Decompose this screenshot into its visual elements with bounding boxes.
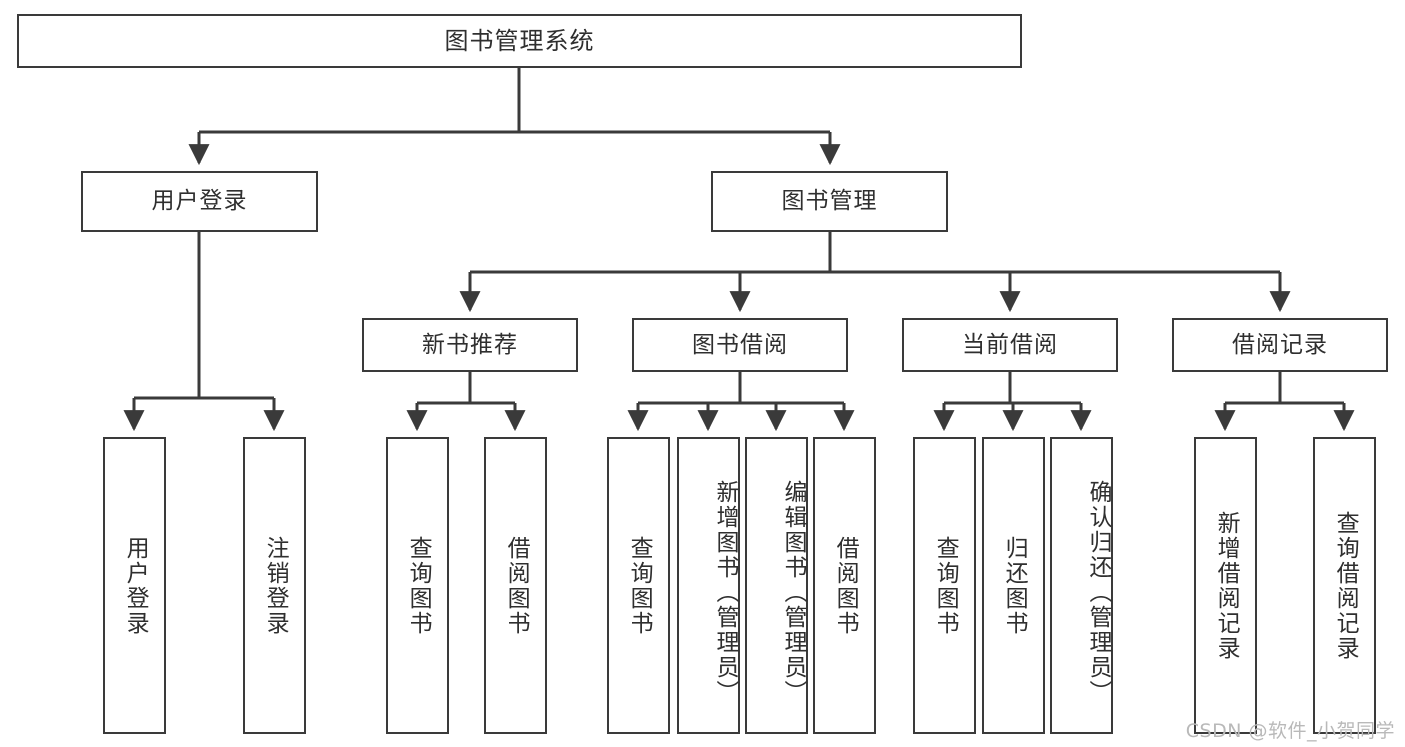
leaf-borrow-add-book-admin[interactable]: 新增图书（管理员）	[677, 437, 740, 734]
node-label: 查询图书	[932, 535, 959, 636]
node-label: 借阅图书	[832, 535, 859, 636]
node-label: 新增借阅记录	[1213, 510, 1240, 661]
leaf-current-query-book[interactable]: 查询图书	[913, 437, 976, 734]
node-new-book-recommend[interactable]: 新书推荐	[362, 318, 578, 372]
leaf-user-logout[interactable]: 注销登录	[243, 437, 306, 734]
node-label: 查询图书	[405, 535, 432, 636]
node-label: 确认归还（管理员）	[1085, 480, 1111, 705]
node-label: 新增图书（管理员）	[712, 480, 738, 705]
node-current-borrow[interactable]: 当前借阅	[902, 318, 1118, 372]
node-label: 查询借阅记录	[1332, 510, 1359, 661]
leaf-current-return-book[interactable]: 归还图书	[982, 437, 1045, 734]
leaf-record-query-borrow-record[interactable]: 查询借阅记录	[1313, 437, 1376, 734]
node-label: 用户登录	[122, 535, 149, 636]
leaf-borrow-borrow-book[interactable]: 借阅图书	[813, 437, 876, 734]
leaf-record-add-borrow-record[interactable]: 新增借阅记录	[1194, 437, 1257, 734]
node-label: 新书推荐	[422, 331, 518, 358]
node-book-borrow[interactable]: 图书借阅	[632, 318, 848, 372]
leaf-current-confirm-return-admin[interactable]: 确认归还（管理员）	[1050, 437, 1113, 734]
node-label: 借阅记录	[1232, 331, 1328, 358]
node-root-system[interactable]: 图书管理系统	[17, 14, 1022, 68]
leaf-recommend-borrow-book[interactable]: 借阅图书	[484, 437, 547, 734]
node-user-login[interactable]: 用户登录	[81, 171, 318, 232]
node-label: 图书借阅	[692, 331, 788, 358]
node-book-management[interactable]: 图书管理	[711, 171, 948, 232]
node-label: 编辑图书（管理员）	[780, 480, 806, 705]
node-label: 图书管理	[781, 188, 878, 215]
node-label: 用户登录	[151, 188, 248, 215]
node-label: 图书管理系统	[444, 27, 595, 55]
node-label: 借阅图书	[503, 535, 530, 636]
leaf-borrow-edit-book-admin[interactable]: 编辑图书（管理员）	[745, 437, 808, 734]
node-label: 当前借阅	[962, 331, 1058, 358]
node-borrow-record[interactable]: 借阅记录	[1172, 318, 1388, 372]
node-label: 归还图书	[1001, 535, 1028, 636]
node-label: 查询图书	[626, 535, 653, 636]
node-label: 注销登录	[262, 535, 289, 636]
leaf-user-login[interactable]: 用户登录	[103, 437, 166, 734]
leaf-borrow-query-book[interactable]: 查询图书	[607, 437, 670, 734]
leaf-recommend-query-book[interactable]: 查询图书	[386, 437, 449, 734]
